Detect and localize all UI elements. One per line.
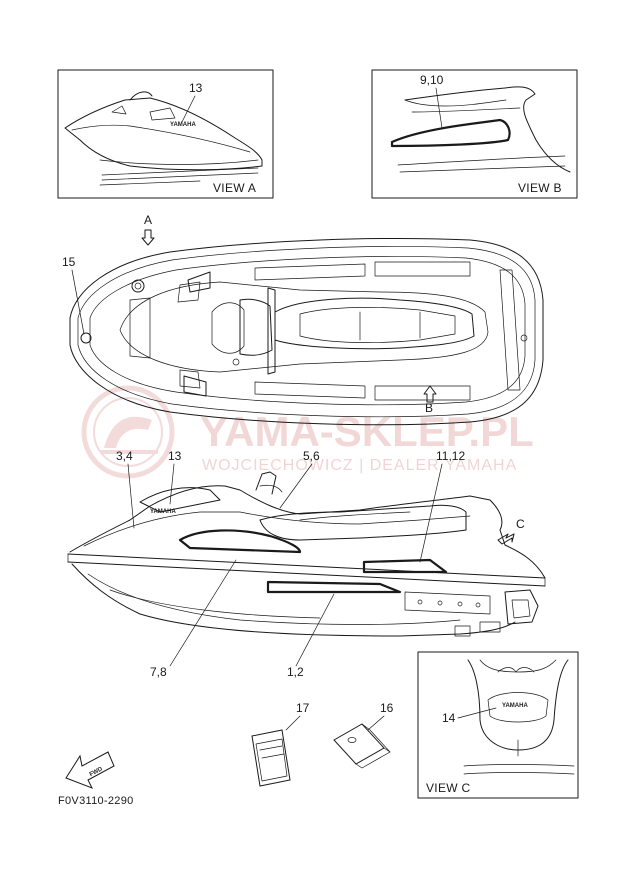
callout-7-8: 7,8 <box>150 665 167 679</box>
view-b-callout-9-10: 9,10 <box>420 73 444 87</box>
callout-13-side: 13 <box>168 449 182 463</box>
callout-5-6: 5,6 <box>303 449 320 463</box>
arrow-up-icon <box>423 385 437 403</box>
fwd-arrow-icon <box>65 751 115 789</box>
callout-3-4: 3,4 <box>116 449 133 463</box>
part-16: 16 <box>333 701 394 769</box>
view-c-label: VIEW C <box>426 781 471 795</box>
watermark-subtitle: WOJCIECHOWICZ | DEALER YAMAHA <box>202 457 517 474</box>
figure-code: F0V3110-2290 <box>58 795 134 807</box>
side-brand-text: YAMAHA <box>150 509 176 515</box>
view-a-callout-13: 13 <box>189 81 203 95</box>
view-a-panel: YAMAHA 13 VIEW A <box>57 69 274 199</box>
fwd-arrow: FWD <box>65 751 115 789</box>
callout-15: 15 <box>62 255 76 269</box>
view-b-panel: 9,10 VIEW B <box>371 69 578 199</box>
marker-b: B <box>425 401 433 415</box>
callout-16: 16 <box>380 701 394 715</box>
view-c-brand-text: YAMAHA <box>502 703 528 709</box>
watermark: YAMA-SKLEP.PL WOJCIECHOWICZ | DEALER YAM… <box>81 385 534 479</box>
top-view: A 15 B <box>62 213 544 426</box>
callout-11-12: 11,12 <box>436 449 465 463</box>
view-a-label: VIEW A <box>213 181 256 195</box>
view-c-callout-14: 14 <box>442 711 456 725</box>
watermark-title: YAMA-SKLEP.PL <box>200 408 534 455</box>
arrow-down-icon <box>141 229 155 246</box>
callout-1-2: 1,2 <box>287 665 304 679</box>
marker-a: A <box>144 213 152 227</box>
view-c-panel: YAMAHA 14 VIEW C <box>417 651 579 799</box>
side-view: YAMAHA C 3,4 13 5,6 11,12 7,8 1 <box>67 449 546 679</box>
callout-17: 17 <box>296 701 310 715</box>
part-17: 17 <box>251 701 310 787</box>
view-a-brand-text: YAMAHA <box>170 122 196 128</box>
view-b-label: VIEW B <box>518 181 562 195</box>
arrow-diagonal-icon <box>497 533 515 545</box>
marker-c: C <box>516 517 525 531</box>
